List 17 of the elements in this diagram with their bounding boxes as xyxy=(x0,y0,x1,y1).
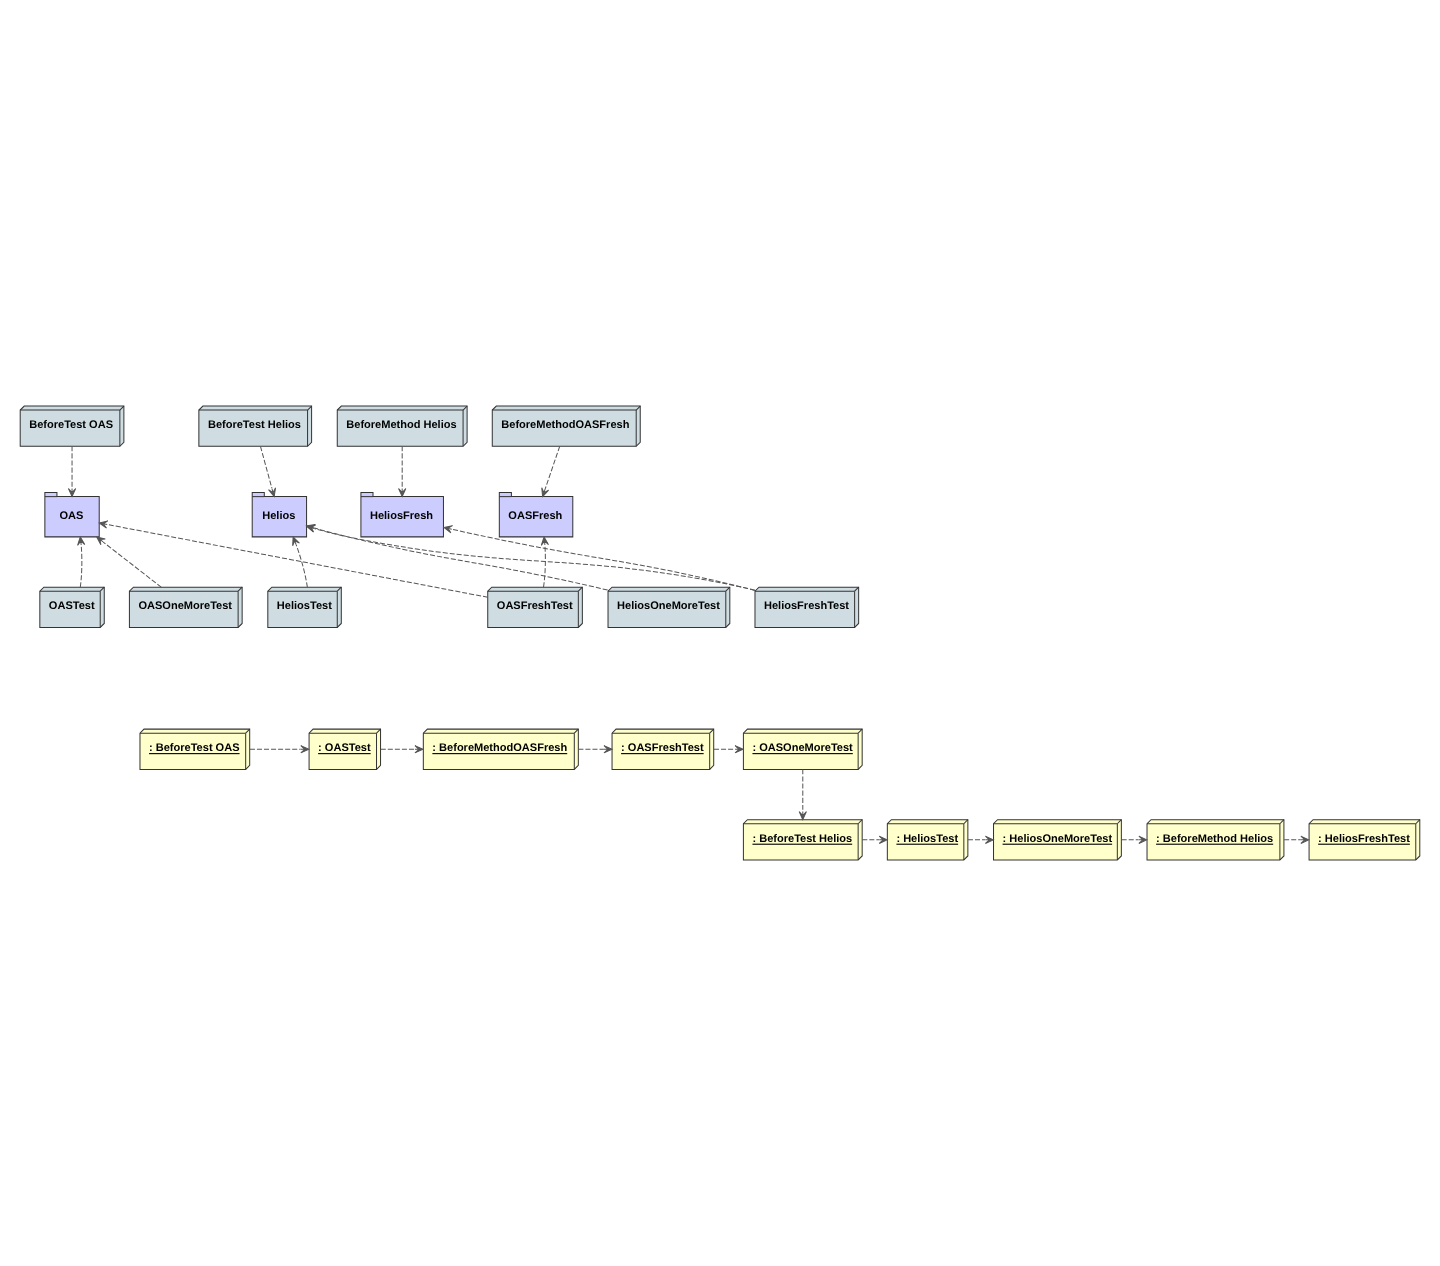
arrow xyxy=(798,768,807,821)
arrow xyxy=(67,445,77,498)
arrow xyxy=(967,835,994,844)
arrow xyxy=(577,745,613,754)
arrow xyxy=(541,445,561,498)
arrow xyxy=(77,536,86,588)
arrow xyxy=(861,835,888,844)
arrow xyxy=(1283,835,1310,844)
arrow xyxy=(540,536,549,588)
arrow xyxy=(398,445,407,498)
arrow xyxy=(259,445,277,498)
arrow xyxy=(292,536,308,588)
arrow xyxy=(249,745,310,754)
arrow xyxy=(96,536,162,588)
arrow xyxy=(380,745,424,754)
arrow xyxy=(713,745,744,754)
arrow xyxy=(1121,835,1148,844)
